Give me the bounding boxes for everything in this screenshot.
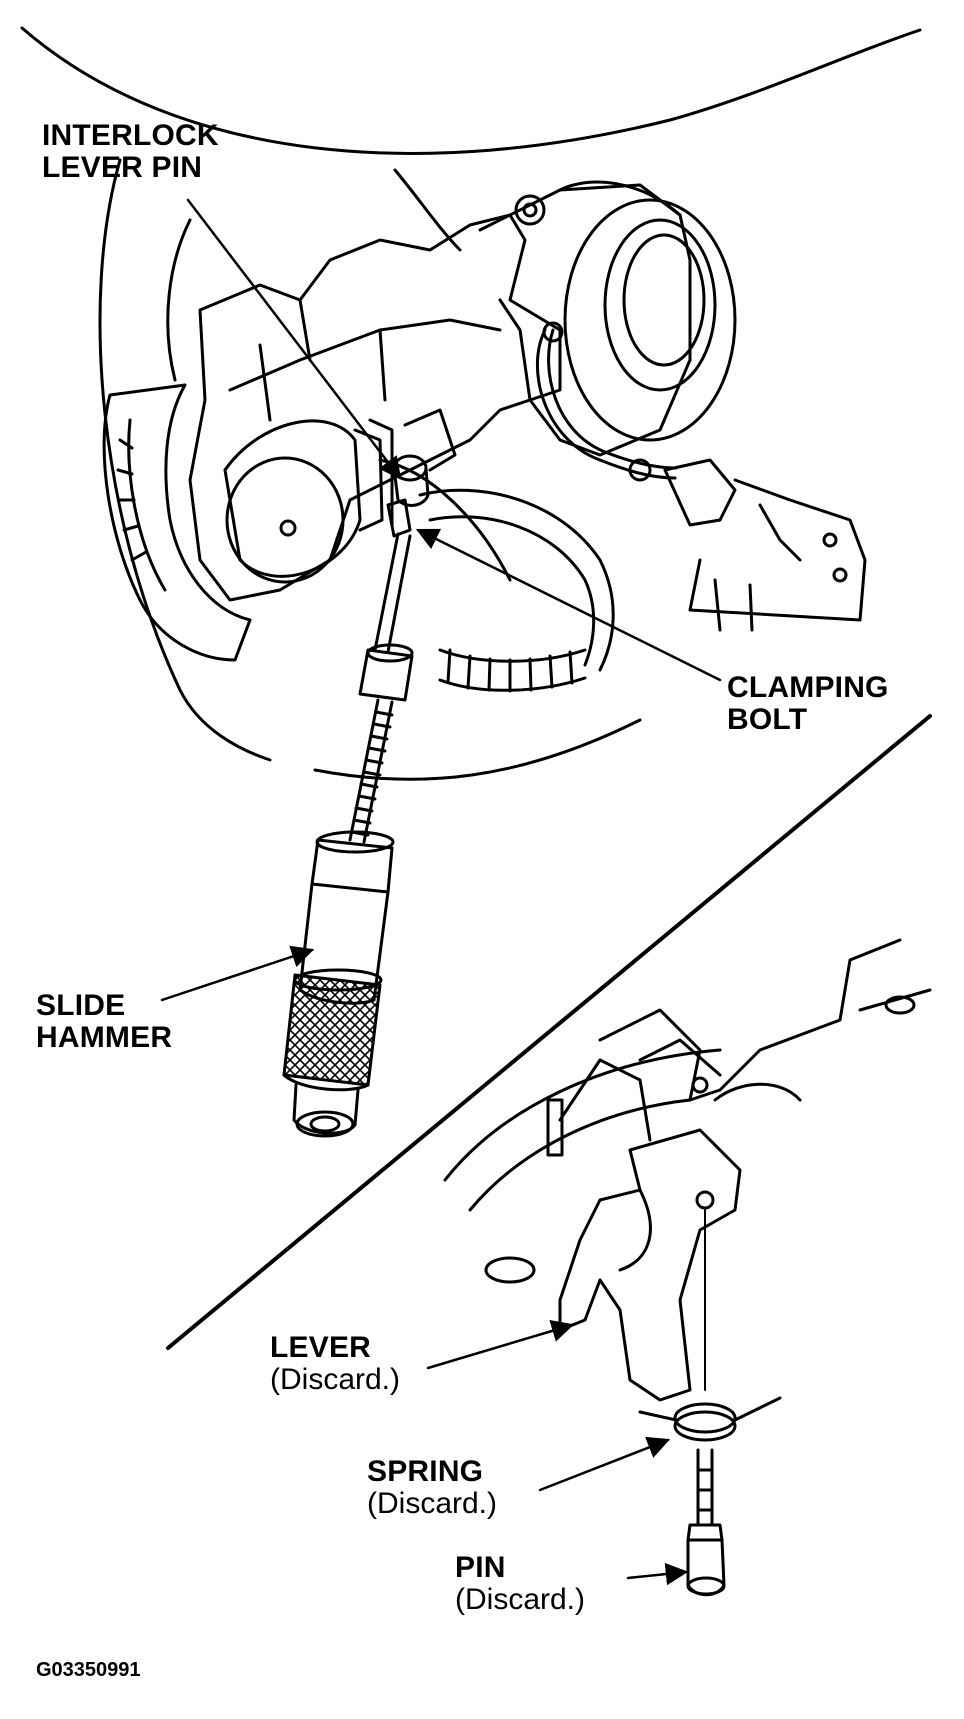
label-pin: PIN (Discard.) bbox=[455, 1551, 586, 1617]
section-divider bbox=[166, 714, 932, 1350]
label-spring: SPRING (Discard.) bbox=[367, 1455, 498, 1521]
label-line: SLIDE bbox=[36, 989, 126, 1022]
leader-interlock-lever-pin bbox=[186, 198, 402, 480]
label-note: (Discard.) bbox=[270, 1363, 401, 1397]
label-line: SPRING bbox=[367, 1455, 484, 1488]
leader-lever bbox=[426, 1320, 575, 1370]
leader-lines bbox=[160, 198, 722, 1586]
corrugated-tube bbox=[378, 458, 615, 693]
label-line: HAMMER bbox=[36, 1021, 173, 1055]
switch-module bbox=[478, 180, 737, 482]
label-line: CLAMPING bbox=[727, 671, 889, 704]
label-line: LEVER bbox=[270, 1331, 372, 1364]
label-line: BOLT bbox=[727, 703, 808, 737]
label-line: PIN bbox=[455, 1551, 506, 1584]
label-note: (Discard.) bbox=[367, 1487, 498, 1521]
key-cylinder bbox=[223, 418, 394, 584]
lower-detail bbox=[443, 938, 932, 1597]
figure-code: G03350991 bbox=[36, 1659, 141, 1681]
label-line: LEVER PIN bbox=[42, 151, 203, 185]
leader-spring bbox=[538, 1436, 671, 1492]
slide-hammer-tool bbox=[282, 532, 414, 1138]
leader-clamping-bolt bbox=[415, 528, 722, 682]
leader-slide-hammer bbox=[160, 945, 315, 1002]
lock-housing bbox=[102, 213, 562, 662]
label-interlock-lever-pin: INTERLOCK LEVER PIN bbox=[42, 119, 219, 185]
leader-pin bbox=[626, 1562, 689, 1586]
label-slide-hammer: SLIDE HAMMER bbox=[36, 989, 173, 1055]
label-line: INTERLOCK bbox=[42, 119, 219, 152]
label-clamping-bolt: CLAMPING BOLT bbox=[727, 671, 889, 737]
connector-block bbox=[663, 458, 867, 632]
label-note: (Discard.) bbox=[455, 1583, 586, 1617]
label-lever: LEVER (Discard.) bbox=[270, 1331, 401, 1397]
steering-column-outline bbox=[20, 26, 922, 781]
